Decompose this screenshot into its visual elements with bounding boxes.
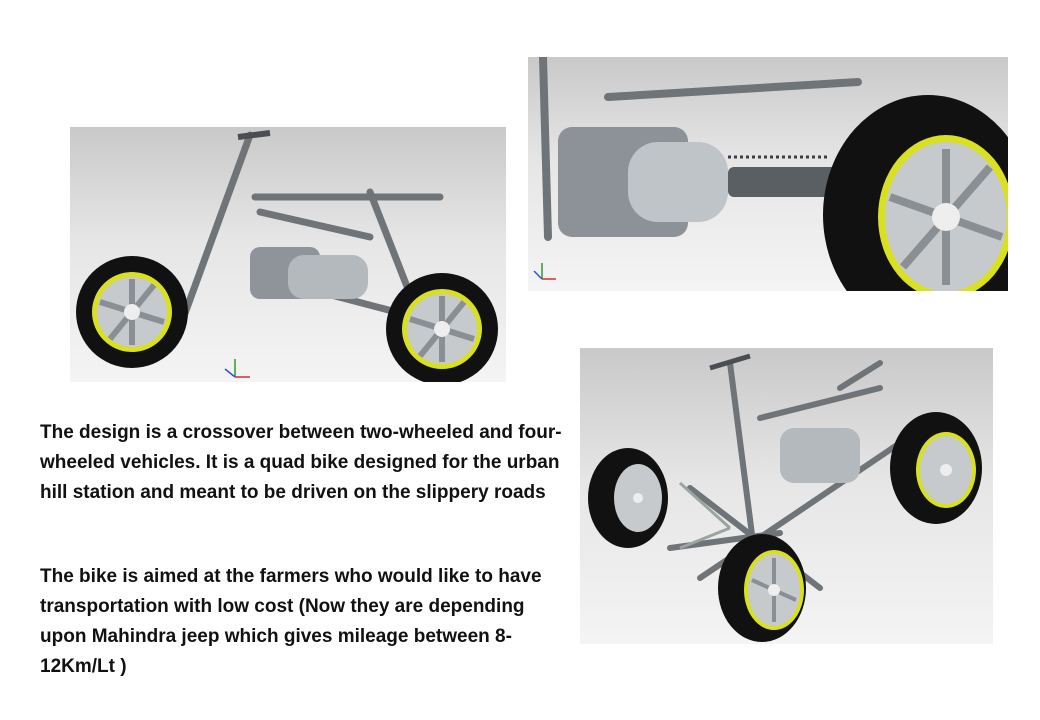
crankcase-cover bbox=[628, 142, 728, 222]
axis-triad-icon bbox=[533, 263, 556, 280]
rear-wheel bbox=[386, 273, 498, 382]
description-paragraph: The design is a crossover between two-wh… bbox=[40, 422, 562, 503]
engine-detail-illustration bbox=[533, 57, 1008, 291]
front-fork bbox=[176, 131, 254, 331]
engine-cover bbox=[780, 428, 860, 483]
front-wheel bbox=[76, 256, 188, 368]
handlebar bbox=[237, 130, 271, 140]
engine-detail-render bbox=[528, 57, 1008, 291]
perspective-view-render bbox=[580, 348, 993, 644]
rear-wheel-closeup bbox=[823, 95, 1008, 291]
front-right-wheel bbox=[718, 534, 806, 642]
steering-column bbox=[727, 360, 758, 561]
side-view-illustration bbox=[76, 130, 498, 382]
engine-cover bbox=[288, 255, 368, 299]
front-left-wheel bbox=[588, 448, 668, 548]
rear-right-wheel bbox=[890, 412, 982, 524]
handlebar bbox=[709, 353, 751, 371]
target-user-paragraph: The bike is aimed at the farmers who wou… bbox=[40, 566, 542, 677]
swing-arm bbox=[728, 167, 838, 197]
perspective-view-illustration bbox=[588, 353, 982, 642]
side-view-render bbox=[70, 127, 506, 382]
axis-triad-icon bbox=[224, 359, 250, 378]
